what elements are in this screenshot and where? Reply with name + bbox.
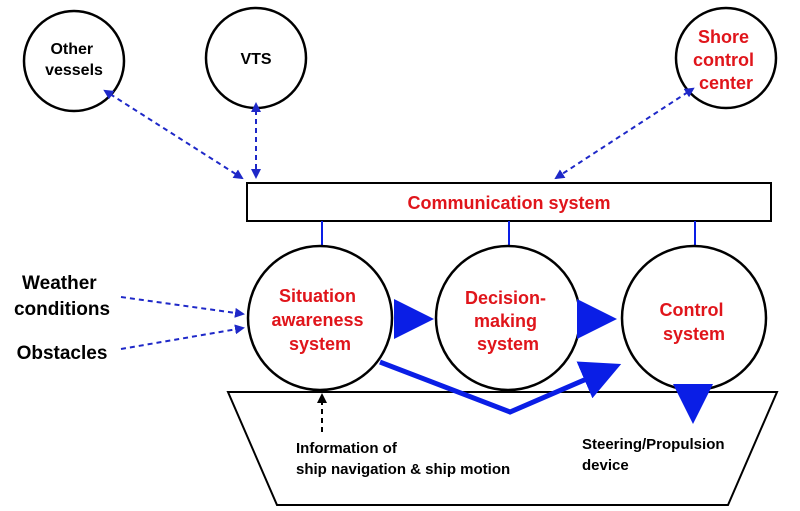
weather-input-arrow <box>120 296 245 318</box>
ship-info-label: Information of ship navigation & ship mo… <box>296 440 510 478</box>
communication-system-label: Communication system <box>407 193 610 213</box>
situation-awareness-node <box>246 244 394 392</box>
situation-to-control-bypass-arrow <box>379 359 622 415</box>
steering-propulsion-label: Steering/Propulsion device <box>582 436 729 474</box>
weather-conditions-label: Weather conditions <box>14 273 110 320</box>
other-vessels-comm-arrow <box>103 89 244 180</box>
communication-system-box <box>246 182 772 222</box>
control-system-label: Control system <box>660 300 729 344</box>
shore-control-center-node <box>674 6 778 110</box>
vts-label: VTS <box>240 51 271 68</box>
obstacles-input-arrow <box>120 324 245 350</box>
obstacles-label: Obstacles <box>17 343 108 364</box>
shore-control-center-label: Shore control center <box>693 27 759 93</box>
situation-awareness-label: Situation awareness system <box>271 286 368 354</box>
other-vessels-label: Other vessels <box>45 41 103 79</box>
shore-comm-arrow <box>554 87 695 180</box>
decision-making-label: Decision- making system <box>465 288 551 354</box>
other-vessels-node <box>22 9 126 113</box>
